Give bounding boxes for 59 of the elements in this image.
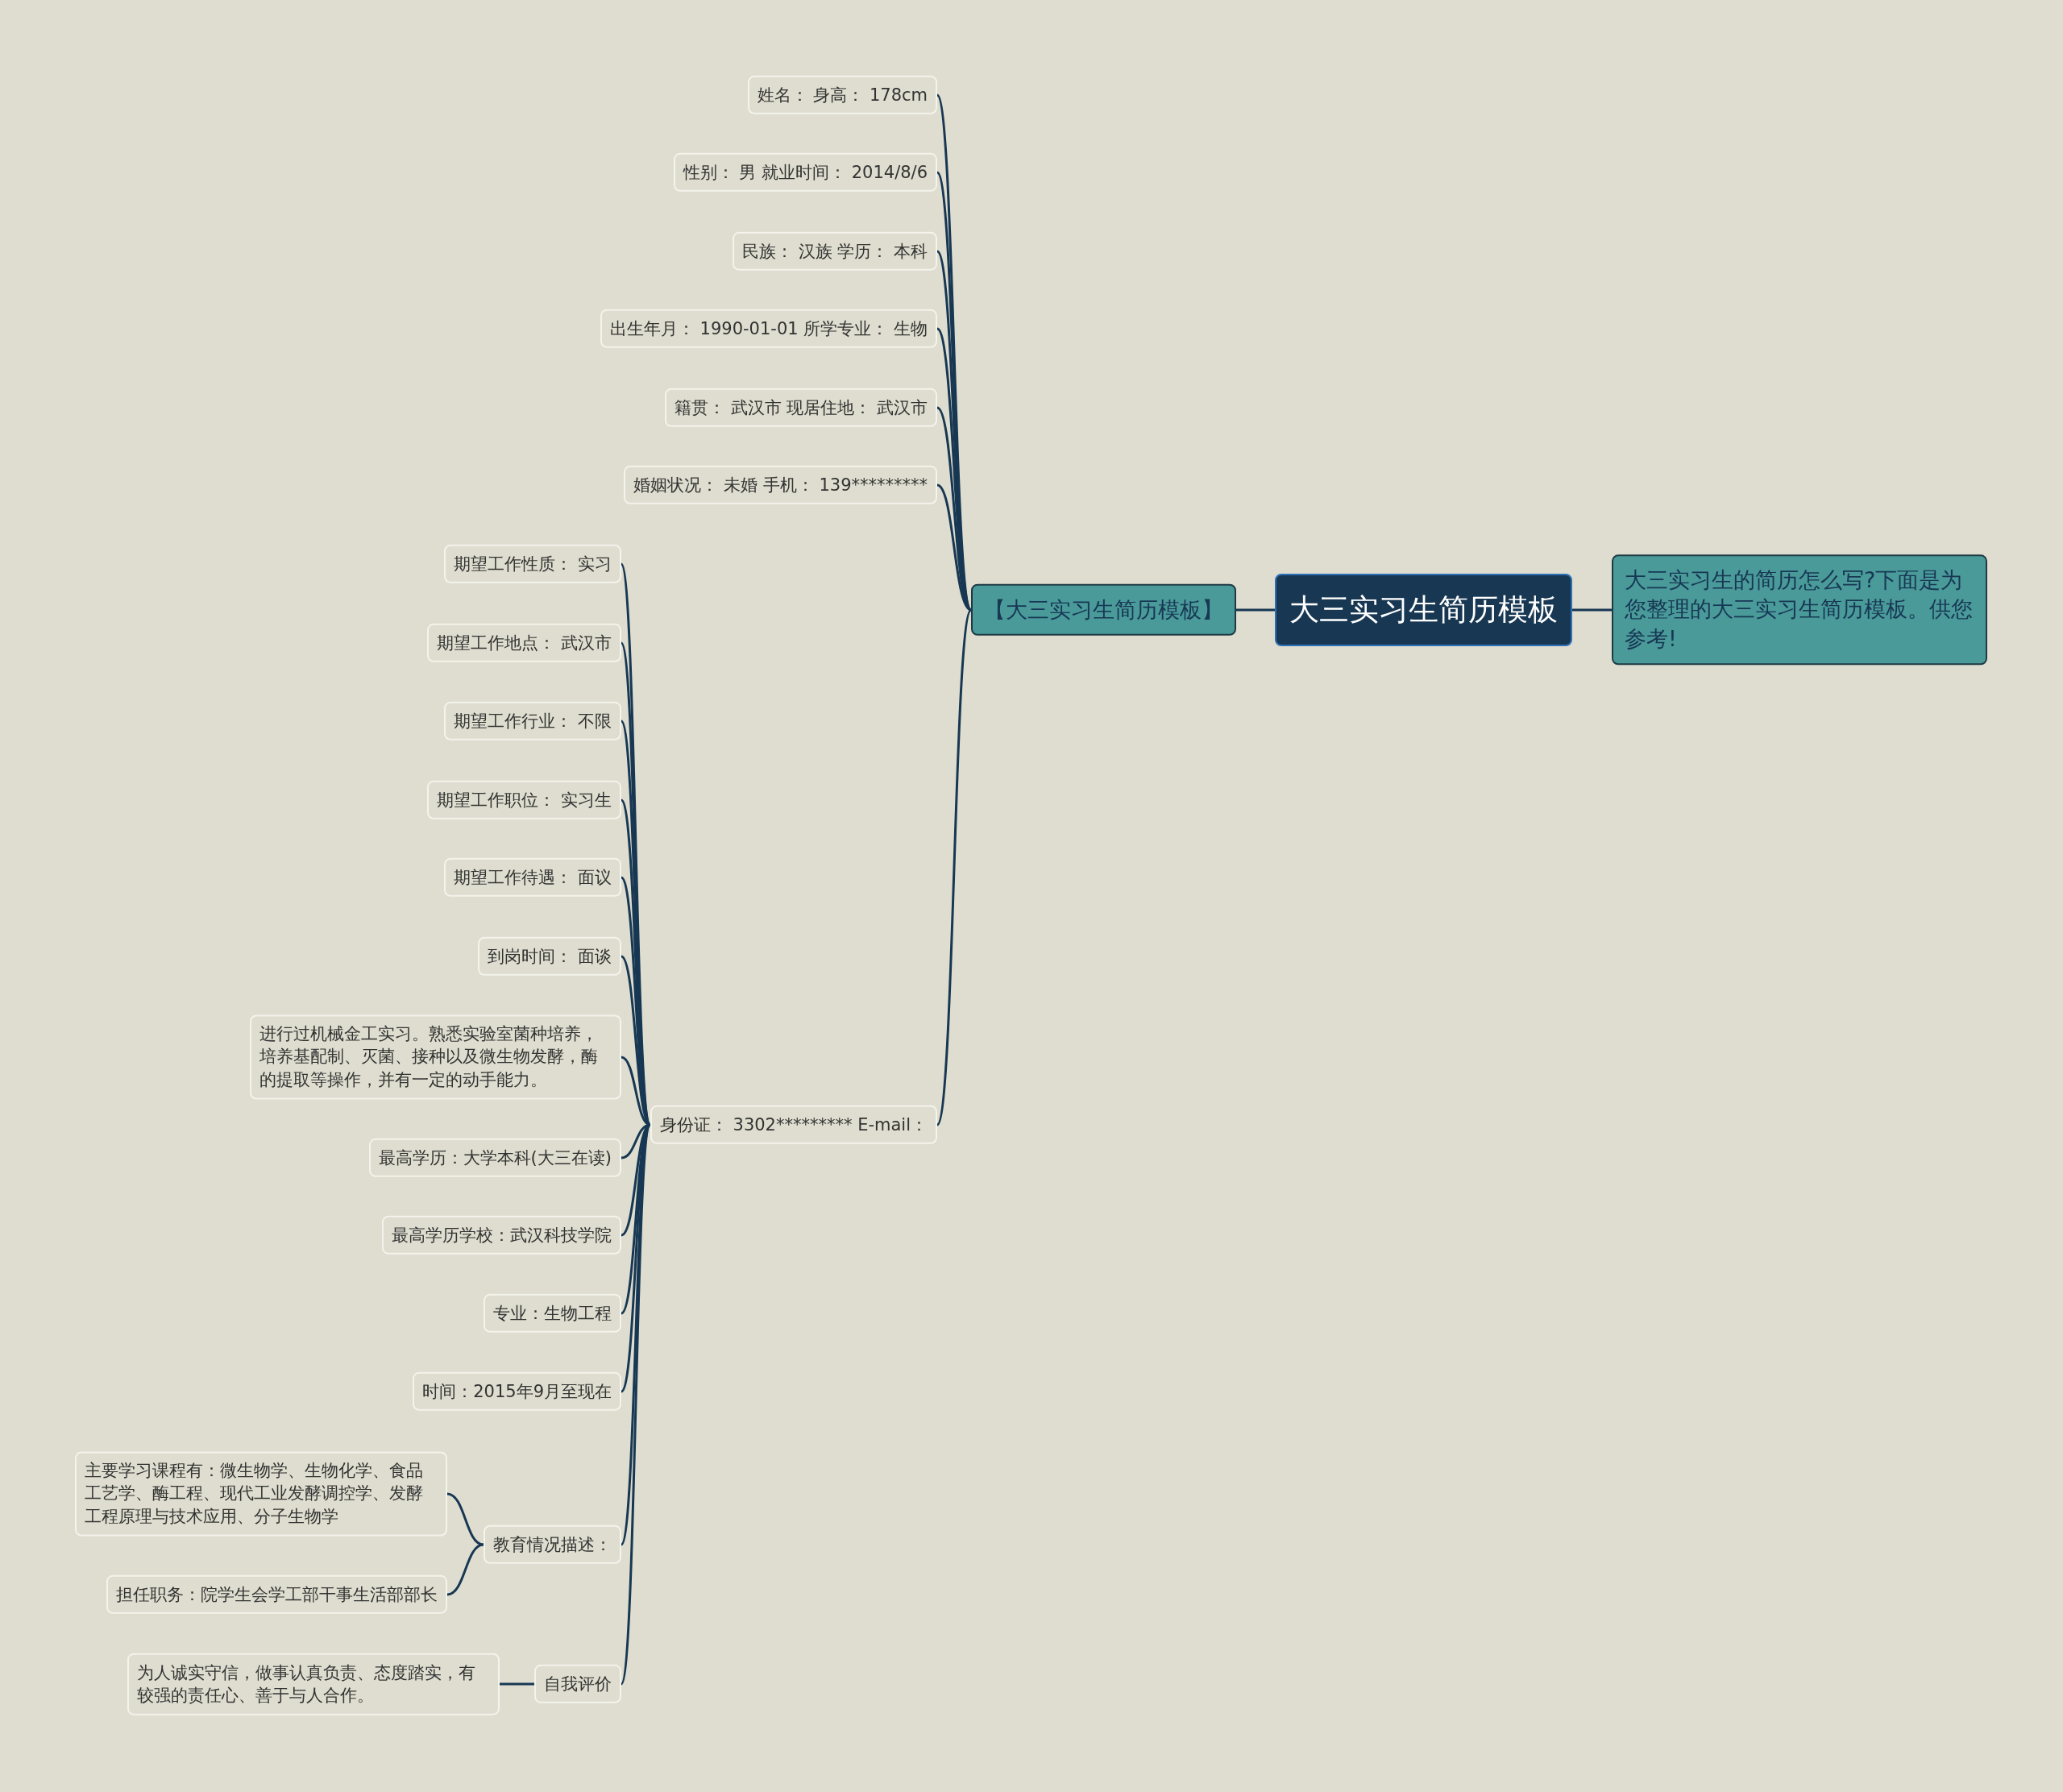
subtopic-box [484, 1524, 621, 1565]
subtopic-box [600, 309, 937, 349]
connector-line [936, 609, 973, 1126]
subtopic-box [650, 1105, 937, 1145]
connector-line [446, 1492, 484, 1546]
connector-line [446, 1543, 484, 1596]
subtopic-box [106, 1574, 447, 1615]
topic-text: 【大三实习生简历模板】 [984, 596, 1223, 622]
topic-text: 期望工作职位： 实习生 [437, 790, 612, 810]
topic-text: 教育情况描述： [493, 1534, 612, 1554]
subtopic-box [427, 623, 621, 663]
topic-text: 大三实习生简历模板 [1289, 592, 1558, 627]
topic-text: 性别： 男 就业时间： 2014/8/6 [683, 162, 928, 182]
subtopic-box [444, 701, 621, 741]
subtopic-box [444, 857, 621, 898]
subtopic-box [624, 465, 937, 505]
topic-text: 大三实习生的简历怎么写?下面是为您整理的大三实习生简历模板。供您参考! [1625, 567, 1973, 652]
subtopic-box [368, 1138, 621, 1178]
connector-line [1572, 608, 1612, 612]
topic-text: 最高学历学校：武汉科技学院 [392, 1225, 612, 1245]
subtopic-box [250, 1014, 621, 1100]
topic-text: 期望工作行业： 不限 [454, 711, 612, 731]
topic-text: 期望工作性质： 实习 [454, 554, 612, 574]
topic-text: 自我评价 [544, 1674, 612, 1694]
topic-text: 身份证： 3302********* E-mail： [659, 1114, 928, 1135]
subtopic-box [427, 780, 621, 820]
topic-box [971, 583, 1236, 637]
topic-text: 为人诚实守信，做事认真负责、态度踏实，有较强的责任心、善于与人合作。 [137, 1662, 475, 1705]
subtopic-box [673, 152, 937, 193]
topic-text: 出生年月： 1990-01-01 所学专业： 生物 [609, 318, 928, 338]
topic-text: 到岗时间： 面谈 [488, 946, 612, 966]
subtopic-box [478, 936, 621, 977]
topic-text: 期望工作地点： 武汉市 [437, 633, 612, 653]
subtopic-box [413, 1371, 621, 1412]
connector-line [500, 1682, 534, 1686]
topic-text: 担任职务：院学生会学工部干事生活部部长 [116, 1584, 438, 1604]
subtopic-box [127, 1653, 500, 1715]
subtopic-box [382, 1215, 621, 1255]
connector-line [1236, 608, 1275, 612]
topic-text: 期望工作待遇： 面议 [454, 867, 612, 887]
topic-text: 主要学习课程有：微生物学、生物化学、食品工艺学、酶工程、现代工业发酵调控学、发酵工程原理与技术应用、分子生物学 [85, 1461, 423, 1527]
topic-text: 籍贯： 武汉市 现居住地： 武汉市 [674, 397, 928, 417]
subtopic-box [75, 1451, 447, 1537]
topic-text: 婚姻状况： 未婚 手机： 139********* [633, 475, 928, 495]
topic-text: 时间：2015年9月至现在 [422, 1381, 612, 1401]
subtopic-box [444, 544, 621, 584]
topic-text: 民族： 汉族 学历： 本科 [741, 241, 928, 261]
topic-text: 最高学历：大学本科(大三在读) [378, 1147, 612, 1168]
topic-text: 进行过机械金工实习。熟悉实验室菌种培养，培养基配制、灭菌、接种以及微生物发酵，酶的提取等操作，并有一定的动手能力。 [259, 1024, 598, 1090]
central-topic-box [1275, 574, 1572, 646]
topic-box [1612, 554, 1987, 666]
connector-line [936, 483, 972, 612]
topic-text: 专业：生物工程 [493, 1303, 612, 1323]
topic-text: 姓名： 身高： 178cm [757, 85, 928, 105]
subtopic-box [732, 231, 937, 272]
subtopic-box [664, 388, 937, 428]
subtopic-box [747, 75, 937, 115]
subtopic-box [534, 1664, 621, 1704]
subtopic-box [484, 1293, 621, 1334]
